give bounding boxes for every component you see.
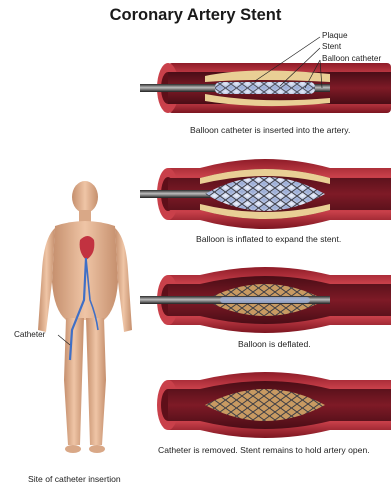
right-leg — [86, 318, 106, 445]
caption-body: Site of catheter insertion — [28, 474, 121, 484]
label-plaque: Plaque — [322, 31, 348, 40]
label-stent: Stent — [322, 42, 341, 51]
caption-step-4: Catheter is removed. Stent remains to ho… — [158, 445, 370, 455]
caption-step-2: Balloon is inflated to expand the stent. — [196, 234, 341, 244]
label-catheter: Catheter — [14, 330, 45, 339]
caption-step-1: Balloon catheter is inserted into the ar… — [190, 125, 350, 135]
label-balloon-catheter: Balloon catheter — [322, 54, 381, 63]
artery-panel-deflated — [140, 267, 391, 333]
artery-panel-inflated — [140, 159, 391, 229]
artery-panel-removed — [157, 372, 391, 438]
left-leg — [64, 318, 84, 445]
artery-panel-insert — [140, 37, 391, 113]
caption-step-3: Balloon is deflated. — [238, 339, 311, 349]
head — [72, 181, 98, 213]
human-body-figure — [38, 181, 132, 453]
stent-crimped — [215, 82, 315, 94]
